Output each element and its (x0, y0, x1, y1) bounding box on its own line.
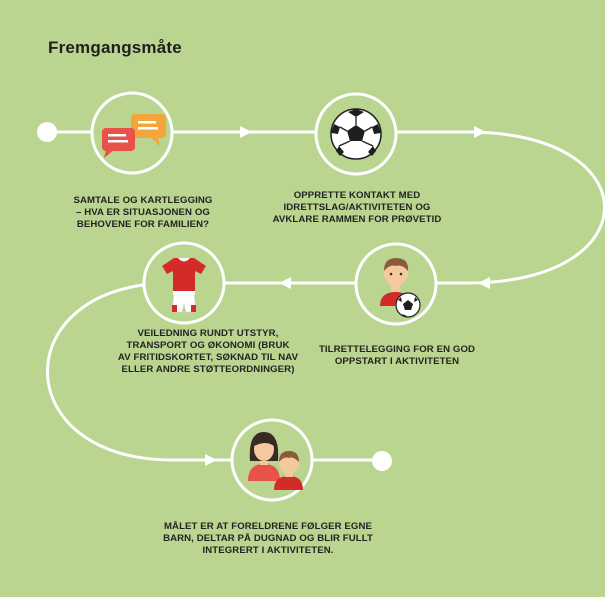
step-2-label: OPPRETTE KONTAKT MED IDRETTSLAG/AKTIVITE… (262, 190, 452, 226)
path-end-dot (372, 451, 392, 471)
boy-with-ball-icon (380, 258, 421, 318)
step-5-label-line: MÅLET ER AT FORELDRENE FØLGER EGNE (163, 521, 373, 532)
process-path (46, 130, 605, 462)
step-2-label-line: OPPRETTE KONTAKT MED (293, 190, 421, 201)
step-2-label-line: AVKLARE RAMMEN FOR PRØVETID (272, 214, 442, 225)
step-5-node (230, 418, 314, 502)
step-3-label-line: TRANSPORT OG ØKONOMI (BRUK (126, 340, 290, 351)
step-3-label-line: ELLER ANDRE STØTTEORDNINGER) (121, 364, 295, 375)
soccer-ball-icon (330, 108, 382, 160)
arrow-right-icon (474, 126, 486, 138)
step-1-label-line: BEHOVENE FOR FAMILIEN? (76, 219, 210, 230)
step-5-label-line: INTEGRERT I AKTIVITETEN. (202, 545, 334, 556)
step-2-label-line: IDRETTSLAG/AKTIVITETEN OG (283, 202, 431, 213)
step-4-label-line: TILRETTELEGGING FOR EN GOD (318, 344, 476, 355)
chat-bubbles-icon (102, 114, 166, 158)
step-4-label-line: OPPSTART I AKTIVITETEN (334, 356, 460, 367)
arrow-left-icon (279, 277, 291, 289)
path-start-dot (37, 122, 57, 142)
parent-and-child-icon (248, 432, 303, 490)
step-1-node (90, 91, 174, 175)
arrow-right-icon (205, 454, 217, 466)
step-2-node (314, 92, 398, 176)
step-4-label: TILRETTELEGGING FOR EN GOD OPPSTART I AK… (302, 344, 492, 368)
step-3-label: VEILEDNING RUNDT UTSTYR, TRANSPORT OG ØK… (108, 328, 308, 376)
arrow-left-icon (478, 277, 490, 289)
step-4-node (354, 242, 438, 326)
step-1-label-line: SAMTALE OG KARTLEGGING (73, 195, 213, 206)
page-title: Fremgangsmåte (48, 38, 182, 57)
step-5-label: MÅLET ER AT FORELDRENE FØLGER EGNE BARN,… (148, 521, 388, 557)
step-1-label-line: – HVA ER SITUASJONEN OG (76, 207, 210, 218)
step-3-label-line: VEILEDNING RUNDT UTSTYR, (137, 328, 279, 339)
step-3-node (142, 241, 226, 325)
arrow-right-icon (240, 126, 252, 138)
step-3-label-line: AV FRITIDSKORTET, SØKNAD TIL NAV (117, 352, 299, 363)
step-5-label-line: BARN, DELTAR PÅ DUGNAD OG BLIR FULLT (163, 533, 373, 544)
step-1-label: SAMTALE OG KARTLEGGING – HVA ER SITUASJO… (58, 195, 228, 231)
football-jersey-icon (162, 258, 206, 313)
